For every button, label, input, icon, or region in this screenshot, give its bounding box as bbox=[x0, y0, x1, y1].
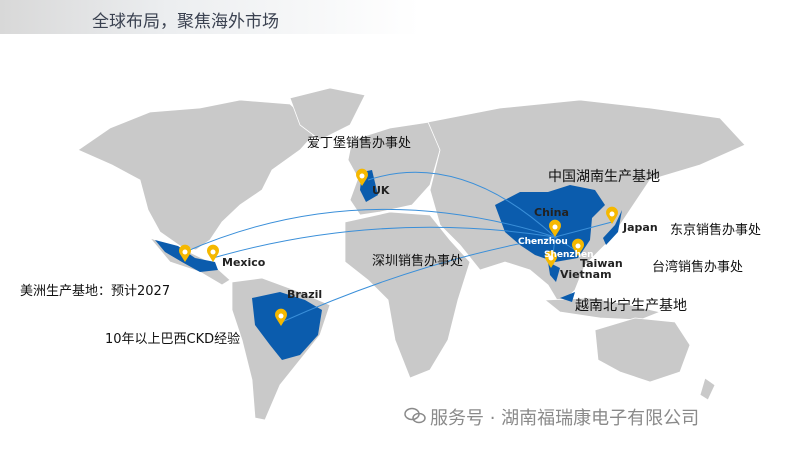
indonesia bbox=[543, 297, 662, 321]
page-title: 全球布局，聚焦海外市场 bbox=[92, 12, 279, 32]
pins bbox=[179, 168, 618, 326]
label-americas-base: 美洲生产基地：预计2027 bbox=[20, 284, 171, 299]
pin-icon bbox=[179, 244, 191, 262]
label-vietnam-base: 越南北宁生产基地 bbox=[575, 298, 687, 314]
pin-icon bbox=[275, 308, 287, 326]
pin-icon bbox=[207, 244, 219, 262]
brazil-region bbox=[252, 292, 322, 360]
pin-icon bbox=[549, 219, 561, 237]
label-taiwan-office: 台湾销售办事处 bbox=[652, 260, 744, 275]
label-brazil: Brazil bbox=[287, 288, 323, 301]
label-china: China bbox=[534, 206, 569, 219]
north-america bbox=[77, 99, 319, 251]
label-chenzhou: Chenzhou bbox=[518, 237, 568, 247]
japan-region bbox=[603, 210, 622, 245]
australia bbox=[594, 317, 691, 383]
label-shenzhen: Shenzhen bbox=[544, 250, 594, 260]
africa bbox=[344, 211, 471, 379]
route-uk bbox=[367, 171, 556, 238]
pin-icon bbox=[572, 238, 584, 256]
route-brazil bbox=[281, 236, 556, 323]
label-shenzhen-office: 深圳销售办事处 bbox=[372, 254, 464, 269]
label-japan: Japan bbox=[623, 221, 658, 234]
label-uk: UK bbox=[372, 184, 390, 197]
label-brazil-ckd: 10年以上巴西CKD经验 bbox=[105, 332, 241, 347]
watermark-text: 服务号 · 湖南福瑞康电子有限公司 bbox=[430, 408, 700, 429]
greenland bbox=[289, 87, 366, 141]
label-mexico: Mexico bbox=[222, 256, 266, 269]
new-zealand bbox=[699, 377, 716, 401]
route-japan bbox=[554, 221, 613, 238]
pin-icon bbox=[356, 168, 368, 186]
wechat-icon bbox=[404, 407, 426, 424]
label-edinburgh-office: 爱丁堡销售办事处 bbox=[307, 136, 412, 151]
routes bbox=[184, 171, 613, 323]
pin-icon bbox=[545, 250, 557, 268]
label-vietnam: Vietnam bbox=[560, 268, 612, 281]
route-mexico-2 bbox=[212, 226, 556, 259]
label-hunan-base: 中国湖南生产基地 bbox=[548, 169, 660, 185]
route-mexico-1 bbox=[184, 208, 556, 253]
label-taiwan: Taiwan bbox=[580, 257, 623, 270]
vietnam-south-region bbox=[560, 292, 575, 302]
pin-icon bbox=[606, 206, 618, 224]
header-bar: 全球布局，聚焦海外市场 bbox=[0, 0, 420, 34]
label-tokyo-office: 东京销售办事处 bbox=[670, 223, 762, 238]
